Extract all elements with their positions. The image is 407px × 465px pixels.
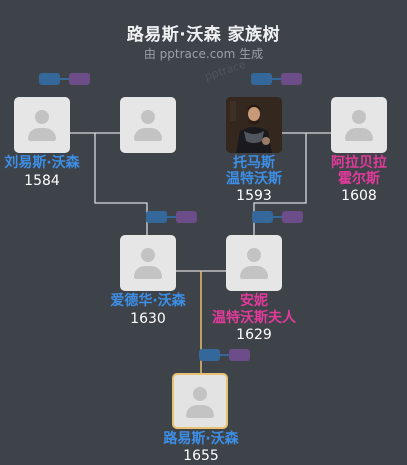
person-name-p7: 路易斯·沃森 [163, 431, 239, 447]
mother-toggle-icon[interactable] [282, 211, 303, 223]
expand-toggle-p5[interactable] [146, 211, 198, 224]
person-year-p3: 1593 [236, 188, 272, 204]
person-year-p1: 1584 [24, 173, 60, 189]
person-silhouette-icon [352, 110, 366, 124]
person-card-p3[interactable] [226, 97, 282, 153]
person-year-p5: 1630 [130, 311, 166, 327]
mother-toggle-icon[interactable] [229, 349, 250, 361]
person-name-p4-line2: 霍尔斯 [338, 171, 380, 187]
father-toggle-icon[interactable] [146, 211, 167, 223]
expand-toggle-p1[interactable] [39, 73, 91, 86]
generator-credit: 由 pptrace.com 生成 [143, 47, 264, 61]
person-card-p7-focus[interactable] [172, 373, 228, 429]
person-card-p2[interactable] [120, 97, 176, 153]
person-name-p4-line1: 阿拉贝拉 [331, 155, 387, 171]
father-toggle-icon[interactable] [199, 349, 220, 361]
mother-toggle-icon[interactable] [281, 73, 302, 85]
person-name-p5: 爱德华·沃森 [110, 293, 186, 309]
person-silhouette-icon [193, 387, 207, 401]
page-title: 路易斯·沃森 家族树 [126, 25, 281, 45]
person-card-p4[interactable] [331, 97, 387, 153]
expand-toggle-p7[interactable] [199, 349, 251, 362]
father-toggle-icon[interactable] [39, 73, 60, 85]
person-card-p5[interactable] [120, 235, 176, 291]
mother-toggle-icon[interactable] [69, 73, 90, 85]
person-year-p4: 1608 [341, 188, 377, 204]
person-name-p6-line1: 安妮 [240, 293, 268, 309]
person-name-p3-line1: 托马斯 [233, 155, 275, 171]
person-year-p7: 1655 [183, 448, 219, 464]
person-name-p1: 刘易斯·沃森 [4, 155, 80, 171]
person-silhouette-icon [141, 248, 155, 262]
father-toggle-icon[interactable] [252, 211, 273, 223]
expand-toggle-p3[interactable] [251, 73, 303, 86]
person-silhouette-icon [141, 110, 155, 124]
mother-toggle-icon[interactable] [176, 211, 197, 223]
person-card-p6[interactable] [226, 235, 282, 291]
person-silhouette-icon [247, 248, 261, 262]
person-name-p3-line2: 温特沃斯 [226, 171, 282, 187]
person-year-p6: 1629 [236, 327, 272, 343]
person-name-p6-line2: 温特沃斯夫人 [212, 310, 296, 326]
expand-toggle-p6[interactable] [252, 211, 304, 224]
person-silhouette-icon [35, 110, 49, 124]
portrait-photo [226, 97, 282, 153]
father-toggle-icon[interactable] [251, 73, 272, 85]
person-card-p1[interactable] [14, 97, 70, 153]
